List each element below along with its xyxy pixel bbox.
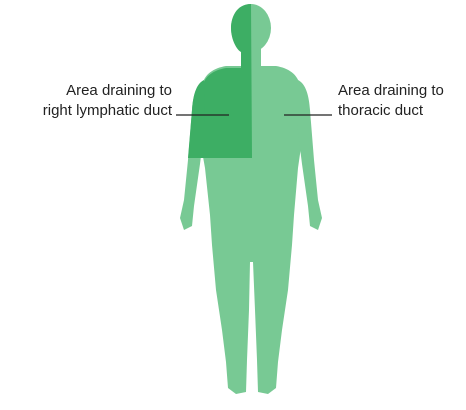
right-lymphatic-duct-region [188, 4, 252, 158]
right-lymphatic-label-line-2: right lymphatic duct [43, 101, 172, 121]
thoracic-label-line-2: thoracic duct [338, 101, 444, 121]
right-lymphatic-duct-label: Area draining to right lymphatic duct [43, 81, 172, 121]
thoracic-label-line-1: Area draining to [338, 81, 444, 101]
thoracic-duct-label: Area draining to thoracic duct [338, 81, 444, 121]
right-lymphatic-label-line-1: Area draining to [43, 81, 172, 101]
